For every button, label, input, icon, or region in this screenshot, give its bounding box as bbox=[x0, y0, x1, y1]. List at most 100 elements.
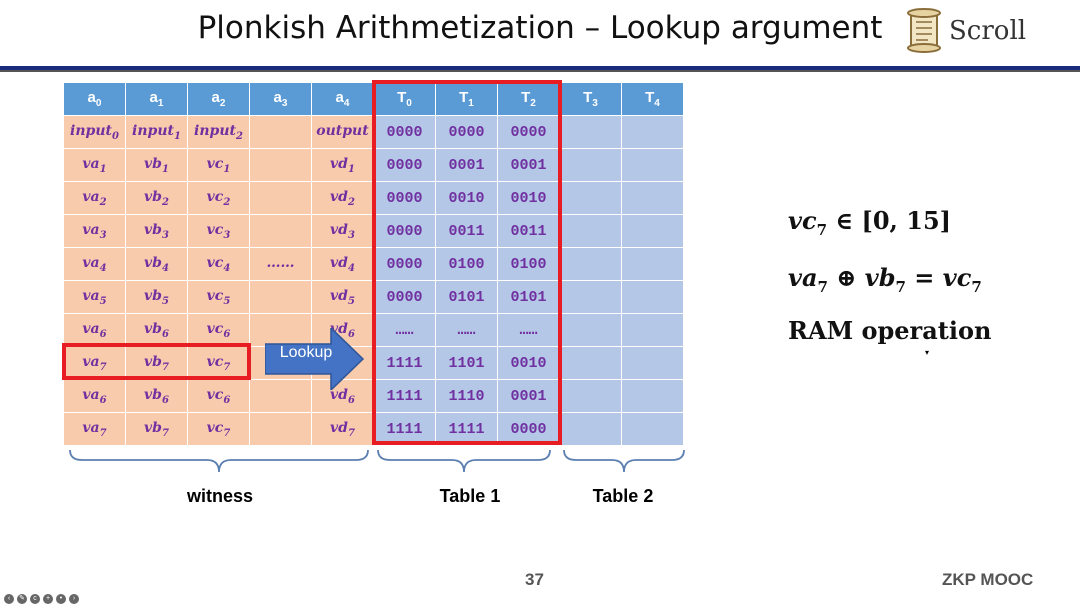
table2-cell bbox=[621, 346, 684, 380]
witness-cell: vc7 bbox=[187, 412, 250, 446]
witness-cell: vb7 bbox=[125, 346, 188, 380]
zoom-icon[interactable]: + bbox=[43, 594, 53, 604]
xor-equation: va7 ⊕ vb7 = vc7 bbox=[788, 263, 982, 296]
witness-cell: input0 bbox=[63, 115, 126, 149]
witness-cell: va3 bbox=[63, 214, 126, 248]
table2-cell bbox=[559, 379, 622, 413]
lookup-table-cell: 0001 bbox=[497, 148, 560, 182]
prev-slide-icon[interactable]: ‹ bbox=[4, 594, 14, 604]
header-a4: a4 bbox=[311, 82, 374, 116]
lookup-table-cell: 1101 bbox=[435, 346, 498, 380]
lookup-table-cell: 0000 bbox=[497, 115, 560, 149]
witness-cell: va7 bbox=[63, 412, 126, 446]
witness-cell: vb1 bbox=[125, 148, 188, 182]
lookup-table-cell: 0000 bbox=[373, 115, 436, 149]
lookup-table-cell: 0001 bbox=[497, 379, 560, 413]
witness-cell: va5 bbox=[63, 280, 126, 314]
presentation-controls[interactable]: ‹ ✎ c + • › bbox=[4, 594, 79, 604]
witness-cell: vd5 bbox=[311, 280, 374, 314]
range-constraint-equation: vc7 ∈ [0, 15] bbox=[788, 206, 951, 239]
table1-label: Table 1 bbox=[439, 486, 501, 506]
witness-cell: va7 bbox=[63, 346, 126, 380]
table1-brace bbox=[377, 449, 551, 473]
table2-cell bbox=[559, 181, 622, 215]
witness-cell: vc2 bbox=[187, 181, 250, 215]
witness-cell: vd7 bbox=[311, 412, 374, 446]
lookup-table-cell: 0000 bbox=[373, 148, 436, 182]
captions-icon[interactable]: c bbox=[30, 594, 40, 604]
table2-cell bbox=[559, 313, 622, 347]
mouse-pointer-icon: ▾ bbox=[925, 348, 930, 357]
witness-cell: vd4 bbox=[311, 247, 374, 281]
witness-cell: va6 bbox=[63, 313, 126, 347]
table2-cell bbox=[559, 346, 622, 380]
pen-icon[interactable]: ✎ bbox=[17, 594, 27, 604]
witness-cell: vc1 bbox=[187, 148, 250, 182]
lookup-table-cell: 0001 bbox=[435, 148, 498, 182]
lookup-table-cell: 0101 bbox=[497, 280, 560, 314]
table2-cell bbox=[621, 115, 684, 149]
lookup-table-cell: 0000 bbox=[373, 280, 436, 314]
witness-cell: vd2 bbox=[311, 181, 374, 215]
header-a1: a1 bbox=[125, 82, 188, 116]
lookup-table-cell: …… bbox=[373, 313, 436, 347]
witness-cell bbox=[249, 313, 312, 347]
witness-cell: vb5 bbox=[125, 280, 188, 314]
header-t4: T4 bbox=[621, 82, 684, 116]
witness-cell: vb2 bbox=[125, 181, 188, 215]
witness-cell: vc6 bbox=[187, 379, 250, 413]
table-header-row: a0 a1 a2 a3 a4 T0 T1 T2 T3 T4 bbox=[63, 82, 684, 116]
next-slide-icon[interactable]: › bbox=[69, 594, 79, 604]
witness-cell: va4 bbox=[63, 247, 126, 281]
witness-cell: vb4 bbox=[125, 247, 188, 281]
table2-cell bbox=[559, 247, 622, 281]
table2-cell bbox=[621, 247, 684, 281]
page-number: 37 bbox=[525, 570, 544, 589]
lookup-arrow-icon bbox=[265, 328, 365, 390]
header-t0: T0 bbox=[373, 82, 436, 116]
lookup-table-cell: 1111 bbox=[373, 379, 436, 413]
witness-cell bbox=[249, 181, 312, 215]
witness-cell bbox=[249, 214, 312, 248]
witness-cell bbox=[249, 412, 312, 446]
witness-cell: …… bbox=[249, 247, 312, 281]
witness-cell: vb7 bbox=[125, 412, 188, 446]
table2-cell bbox=[621, 148, 684, 182]
table2-cell bbox=[559, 412, 622, 446]
witness-cell: vb6 bbox=[125, 313, 188, 347]
witness-cell: va2 bbox=[63, 181, 126, 215]
table2-cell bbox=[621, 313, 684, 347]
menu-icon[interactable]: • bbox=[56, 594, 66, 604]
witness-row-highlight-box bbox=[62, 343, 251, 380]
table2-cell bbox=[621, 379, 684, 413]
title-divider-shadow bbox=[0, 70, 1080, 72]
lookup-table-cell: 0010 bbox=[435, 181, 498, 215]
witness-cell: input1 bbox=[125, 115, 188, 149]
witness-cell bbox=[249, 115, 312, 149]
table2-cell bbox=[621, 412, 684, 446]
witness-cell: input2 bbox=[187, 115, 250, 149]
header-a2: a2 bbox=[187, 82, 250, 116]
lookup-table-cell: 0101 bbox=[435, 280, 498, 314]
header-a3: a3 bbox=[249, 82, 312, 116]
table2-brace bbox=[563, 449, 685, 473]
witness-cell: va6 bbox=[63, 379, 126, 413]
header-t2: T2 bbox=[497, 82, 560, 116]
witness-cell: vc4 bbox=[187, 247, 250, 281]
lookup-table-cell: …… bbox=[435, 313, 498, 347]
witness-label: witness bbox=[186, 486, 254, 506]
lookup-table-cell: 0011 bbox=[435, 214, 498, 248]
table2-cell bbox=[559, 214, 622, 248]
ram-operation-text: RAM operation bbox=[788, 316, 992, 345]
witness-cell: vd3 bbox=[311, 214, 374, 248]
table2-cell bbox=[559, 280, 622, 314]
table2-cell bbox=[621, 181, 684, 215]
scroll-logo: Scroll bbox=[903, 6, 1026, 56]
table2-label: Table 2 bbox=[592, 486, 654, 506]
scroll-icon bbox=[907, 8, 941, 53]
